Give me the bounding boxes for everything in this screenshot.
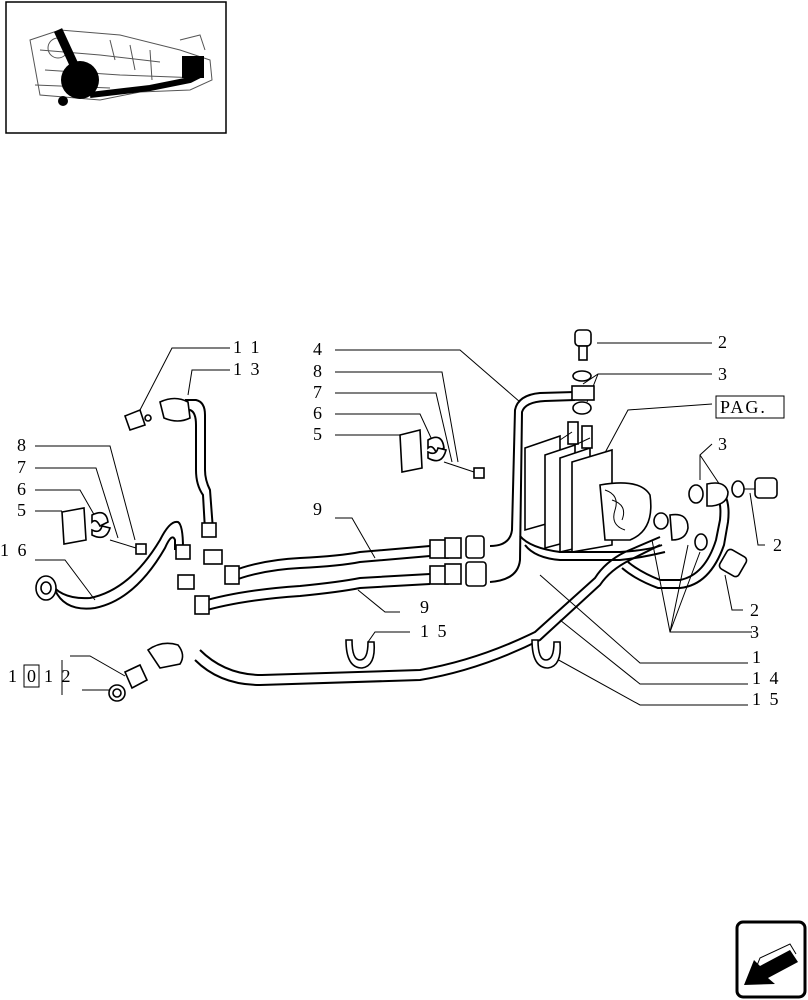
callout-6-left: 6: [17, 479, 28, 499]
callout-7-left: 7: [17, 457, 28, 477]
hydraulic-pipes: [47, 391, 730, 687]
callout-13: 1 3: [233, 359, 262, 379]
callout-10-prefix: 1: [8, 666, 19, 686]
callout-2-lower: 2: [750, 600, 761, 620]
page-reference-box: [715, 395, 785, 419]
callout-10-box: [23, 664, 40, 688]
callout-14: 1 4: [752, 668, 781, 688]
callout-11: 1 1: [233, 337, 262, 357]
leader-lines: [35, 342, 765, 706]
callout-7-upper: 7: [313, 382, 324, 402]
page-reference-label: PAG.: [720, 397, 767, 417]
callout-8-left: 8: [17, 435, 28, 455]
callout-6-upper: 6: [313, 403, 324, 423]
callout-5-upper: 5: [313, 424, 324, 444]
control-valve-block: [524, 421, 652, 554]
callout-5-left: 5: [17, 500, 28, 520]
callout-3-lower: 3: [750, 622, 761, 642]
callout-12: 1 2: [44, 666, 73, 686]
callout-8-upper: 8: [313, 361, 324, 381]
callout-2-top: 2: [718, 332, 729, 352]
fittings: [35, 329, 778, 702]
callout-2-right: 2: [773, 535, 784, 555]
callout-16: 1 6: [0, 540, 29, 560]
callout-4: 4: [313, 339, 324, 359]
callout-3-right: 3: [718, 434, 729, 454]
callout-9-lower: 9: [420, 597, 431, 617]
callout-15-left: 1 5: [420, 621, 449, 641]
callout-15-right: 1 5: [752, 689, 781, 709]
callout-10-boxed: 0: [27, 666, 38, 686]
location-thumbnail: [5, 1, 227, 134]
callout-3-top: 3: [718, 364, 729, 384]
callout-labels: 1 1 1 3 4 8 7 6 5 2 3 3 2 8 7 6 5 1 6 9 …: [0, 332, 785, 709]
callout-9-upper: 9: [313, 499, 324, 519]
next-page-arrow-icon[interactable]: [735, 920, 807, 999]
callout-1: 1: [752, 647, 763, 667]
